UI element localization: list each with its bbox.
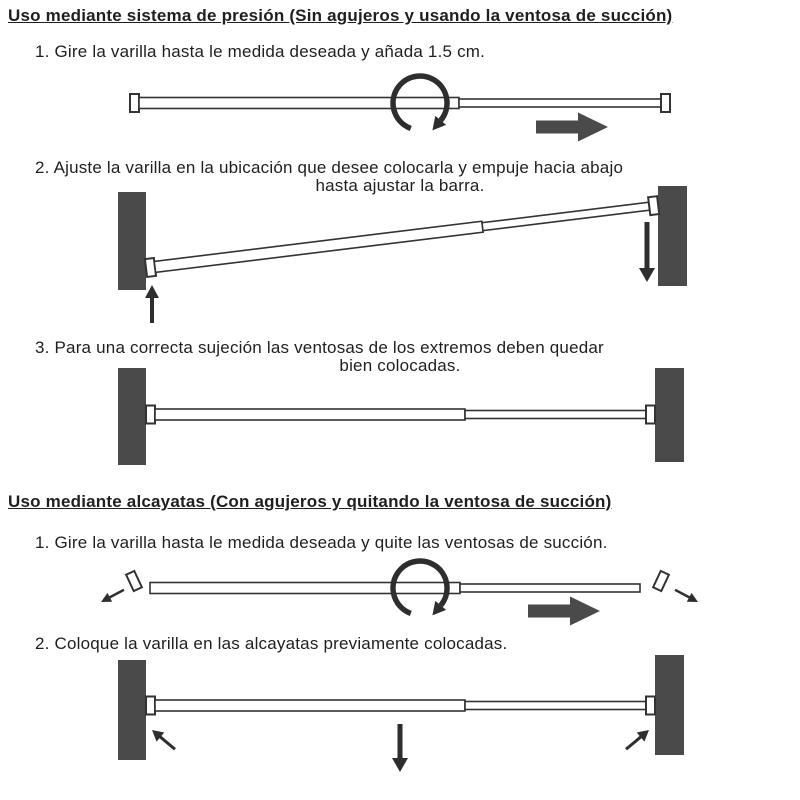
wall-block-right (655, 368, 684, 462)
hooks-section-heading: Uso mediante alcayatas (Con agujeros y q… (8, 492, 612, 511)
extend-right-block-arrow-icon (536, 112, 608, 142)
pressure-step3-text-line1: 3. Para una correcta sujeción las ventos… (35, 338, 604, 357)
hooks-step1-text: 1. Gire la varilla hasta le medida desea… (35, 533, 608, 552)
telescopic-rod (145, 404, 656, 425)
hooks-step2-text: 2. Coloque la varilla en las alcayatas p… (35, 634, 508, 653)
pressure-step1-text: 1. Gire la varilla hasta le medida desea… (35, 42, 486, 61)
rod-tube-thin (459, 583, 641, 593)
telescopic-rod-tilted (143, 195, 661, 279)
pressure-section-heading: Uso mediante sistema de presión (Sin agu… (8, 6, 673, 25)
diagram-rod-on-hooks (118, 655, 684, 772)
suction-cap-right (645, 404, 656, 425)
diagram-remove-suction-caps (101, 558, 698, 626)
extend-right-block-arrow-icon (528, 596, 600, 626)
pressure-step2-text-line2: hasta ajustar la barra. (315, 176, 485, 195)
rod-end-left (145, 695, 156, 716)
rod-tube-thin (464, 700, 647, 711)
rod-tube-thick (138, 96, 460, 110)
rod-tube-thin (481, 201, 651, 232)
suction-cap-left-removed (124, 569, 144, 593)
rotate-clockwise-icon (390, 73, 450, 131)
telescopic-rod-no-caps (149, 581, 641, 595)
rod-tube-thin (458, 98, 662, 108)
rotate-clockwise-icon (390, 558, 450, 616)
place-down-arrow-icon (392, 724, 408, 772)
rod-tube-thick (153, 220, 485, 274)
pressure-step3-text-line2: bien colocadas. (339, 356, 461, 375)
diagram-rod-fitted-between-walls (118, 368, 684, 465)
remove-cap-right-arrow-icon (674, 588, 698, 602)
wall-block-left (118, 368, 146, 465)
diagram-rotate-and-extend-rod (129, 73, 671, 142)
pressure-step2-text-line1: 2. Ajuste la varilla en la ubicación que… (35, 158, 624, 177)
suction-cap-left (145, 404, 156, 425)
hook-left-arrow-icon (152, 730, 176, 751)
wall-block-right (655, 655, 684, 755)
suction-cap-left (129, 93, 140, 113)
suction-cap-right-removed (651, 569, 671, 593)
telescopic-rod (145, 695, 656, 716)
wall-block-left (118, 192, 146, 290)
hook-right-arrow-icon (625, 730, 649, 751)
push-up-arrow-icon (145, 285, 159, 323)
rod-tube-thick (149, 581, 461, 595)
telescopic-rod (129, 93, 671, 113)
rod-tube-thick (154, 408, 466, 421)
remove-cap-left-arrow-icon (101, 588, 125, 602)
suction-cap-right (660, 93, 671, 113)
push-down-arrow-icon (639, 222, 655, 282)
rod-tube-thick (154, 699, 466, 712)
rod-tube-thin (464, 409, 647, 420)
wall-block-right (658, 186, 687, 286)
suction-cap-right (647, 195, 661, 217)
diagram-position-rod-between-walls (118, 186, 687, 323)
rod-end-right (645, 695, 656, 716)
wall-block-left (118, 660, 146, 760)
